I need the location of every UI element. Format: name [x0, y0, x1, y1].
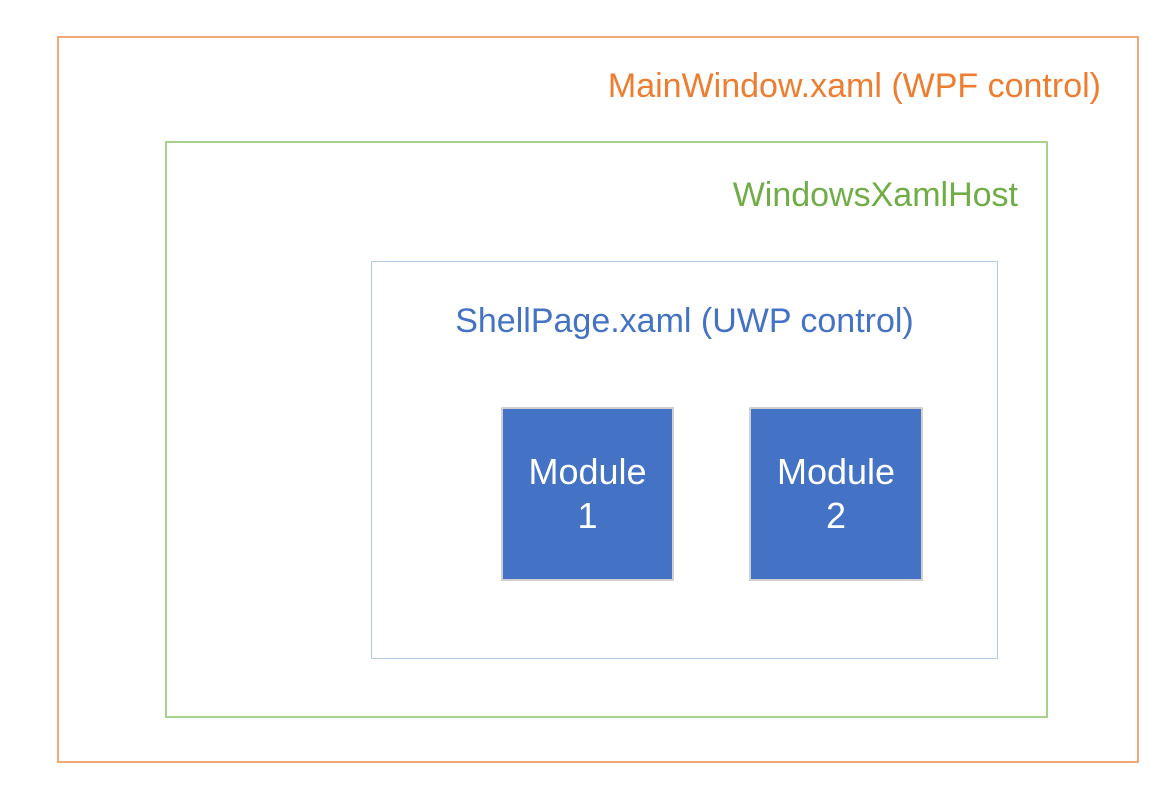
module-2-label-line2: 2 [825, 495, 847, 536]
module-1-label-line2: 1 [577, 495, 598, 536]
mainwindow-wpf-label: MainWindow.xaml (WPF control) [607, 67, 1101, 105]
module-1-label-line1: Module [528, 451, 647, 493]
shellpage-uwp-box [371, 261, 998, 659]
module-2-box: Module 2 [749, 407, 923, 581]
windows-xaml-host-label: WindowsXamlHost [732, 176, 1018, 214]
module-1-box: Module 1 [501, 407, 674, 581]
module-2-label-line1: Module [776, 451, 896, 493]
shellpage-uwp-label: ShellPage.xaml (UWP control) [455, 302, 914, 340]
windows-xaml-host-box [165, 141, 1048, 718]
mainwindow-wpf-box [57, 36, 1139, 763]
